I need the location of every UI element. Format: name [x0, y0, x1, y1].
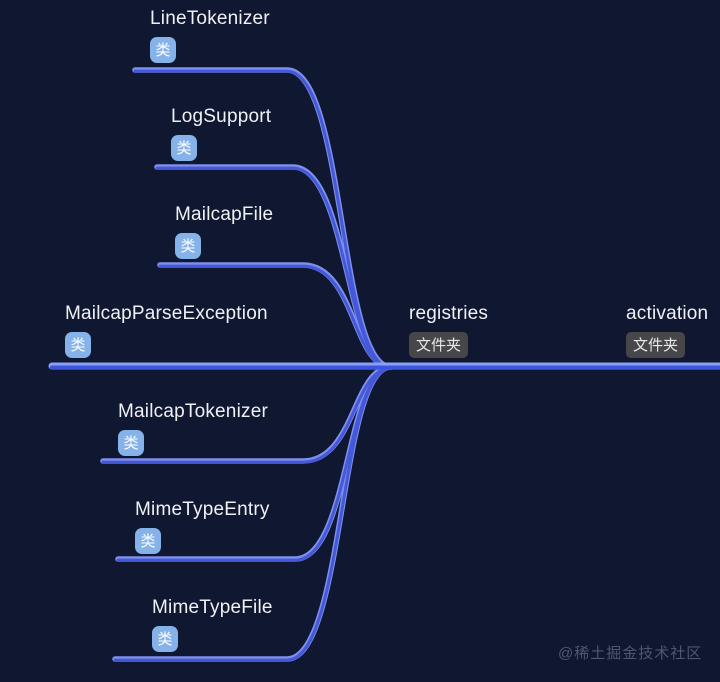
- node-label: LineTokenizer: [150, 8, 270, 29]
- node-label: MimeTypeEntry: [135, 499, 270, 520]
- node-mime-type-file[interactable]: MimeTypeFile 类: [152, 597, 273, 652]
- class-badge: 类: [150, 37, 176, 63]
- node-label: MailcapParseException: [65, 303, 268, 324]
- node-label: MimeTypeFile: [152, 597, 273, 618]
- connector-mimetypefile-shade: [113, 366, 393, 662]
- node-line-tokenizer[interactable]: LineTokenizer 类: [150, 8, 270, 63]
- connector-logsupport-shade: [155, 166, 393, 370]
- class-badge: 类: [152, 626, 178, 652]
- node-mailcap-file[interactable]: MailcapFile 类: [175, 204, 273, 259]
- watermark: @稀土掘金技术社区: [558, 645, 703, 662]
- class-badge: 类: [135, 528, 161, 554]
- node-label: activation: [626, 303, 709, 324]
- node-label: MailcapFile: [175, 204, 274, 225]
- folder-badge: 文件夹: [626, 332, 686, 358]
- class-badge: 类: [171, 135, 197, 161]
- folder-badge: 文件夹: [409, 332, 469, 358]
- node-label: MailcapTokenizer: [118, 401, 268, 422]
- node-mime-type-entry[interactable]: MimeTypeEntry 类: [135, 499, 270, 554]
- class-badge: 类: [118, 430, 144, 456]
- node-activation[interactable]: activation 文件夹: [626, 303, 708, 358]
- node-mailcap-parse-exception[interactable]: MailcapParseException 类: [65, 303, 268, 358]
- node-registries[interactable]: registries 文件夹: [409, 303, 488, 358]
- node-mailcap-tokenizer[interactable]: MailcapTokenizer 类: [118, 401, 268, 456]
- node-label: LogSupport: [171, 106, 272, 127]
- node-log-support[interactable]: LogSupport 类: [171, 106, 271, 161]
- node-label: registries: [409, 303, 489, 324]
- class-badge: 类: [65, 332, 91, 358]
- class-badge: 类: [175, 233, 201, 259]
